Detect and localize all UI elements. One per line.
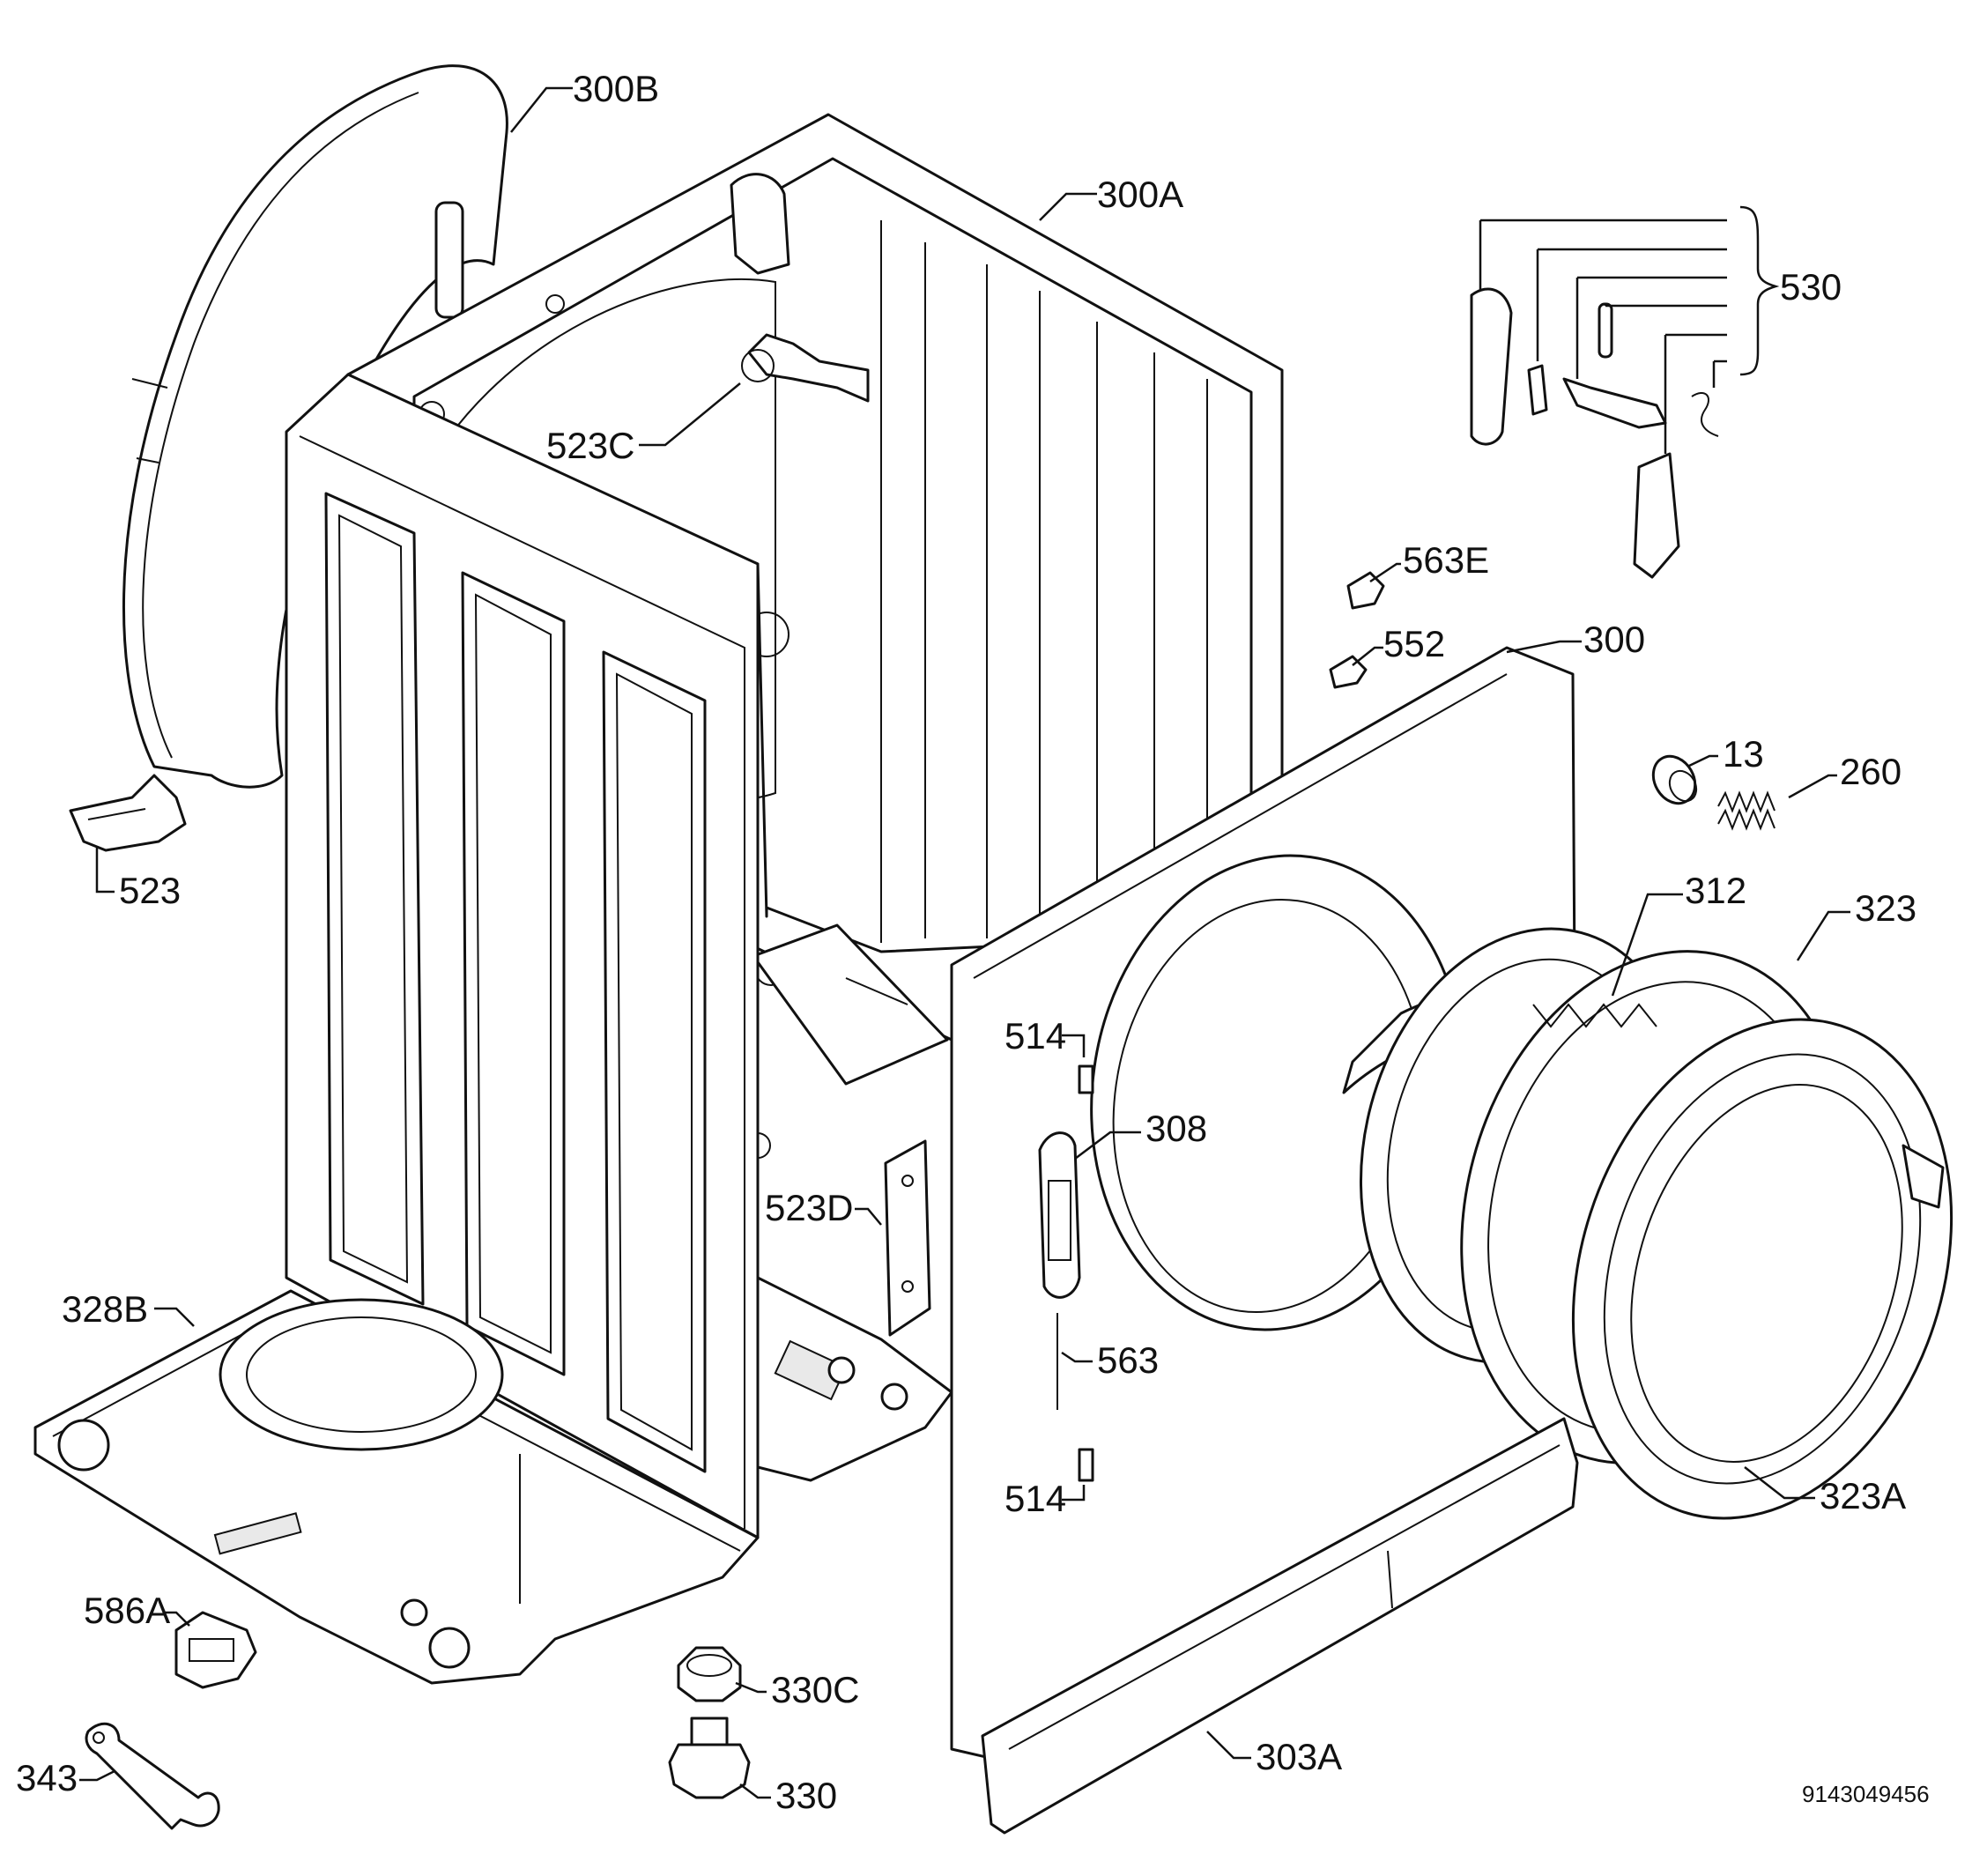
- switch-552: [1329, 655, 1368, 689]
- clip-523: [69, 774, 187, 852]
- callout-523: 523: [119, 870, 181, 911]
- leader-lines: [79, 86, 1850, 1799]
- side-panel: [285, 373, 760, 1539]
- callout-labels: 300B 300A 530 523C 563E 552 300 13 260 5…: [16, 68, 1930, 1816]
- callout-323: 323: [1855, 887, 1916, 929]
- callout-312: 312: [1685, 870, 1746, 911]
- callout-514-top: 514: [1005, 1015, 1066, 1057]
- fitting-330: [668, 1717, 751, 1799]
- document-code: 9143049456: [1802, 1781, 1930, 1807]
- callout-523D: 523D: [765, 1187, 853, 1228]
- callout-300: 300: [1583, 619, 1645, 660]
- door-ring-323a: [1571, 1018, 1953, 1520]
- base-plate-328b: [33, 1289, 760, 1685]
- callout-330: 330: [775, 1775, 837, 1816]
- callout-563: 563: [1097, 1339, 1159, 1381]
- callout-586A: 586A: [84, 1590, 170, 1631]
- hinge-kit-530: [1470, 205, 1780, 579]
- spring-260: [1717, 790, 1776, 831]
- bracket-523d: [884, 1139, 931, 1337]
- wrench-343: [85, 1722, 220, 1830]
- callout-552: 552: [1383, 623, 1445, 664]
- callout-523C: 523C: [546, 425, 634, 466]
- callout-563E: 563E: [1403, 539, 1489, 581]
- callout-343: 343: [16, 1757, 78, 1798]
- kick-plate-303a: [981, 1417, 1579, 1835]
- nut-330c: [677, 1646, 742, 1702]
- callout-530: 530: [1780, 266, 1842, 308]
- callout-260: 260: [1840, 751, 1902, 792]
- callout-300A: 300A: [1097, 174, 1183, 215]
- bracket-586a: [174, 1611, 257, 1689]
- callout-323A: 323A: [1820, 1475, 1906, 1516]
- callout-308: 308: [1145, 1108, 1207, 1149]
- callout-13: 13: [1723, 733, 1764, 775]
- switch-563e: [1346, 571, 1385, 610]
- rear-base-tray: [756, 1276, 953, 1482]
- bushing-13: [1651, 754, 1698, 805]
- callout-514-bottom: 514: [1005, 1478, 1066, 1519]
- callout-303A: 303A: [1256, 1736, 1342, 1777]
- callout-300B: 300B: [573, 68, 659, 109]
- callout-328B: 328B: [62, 1288, 148, 1330]
- cabinet-300a: [346, 113, 1284, 1159]
- callout-330C: 330C: [771, 1669, 859, 1710]
